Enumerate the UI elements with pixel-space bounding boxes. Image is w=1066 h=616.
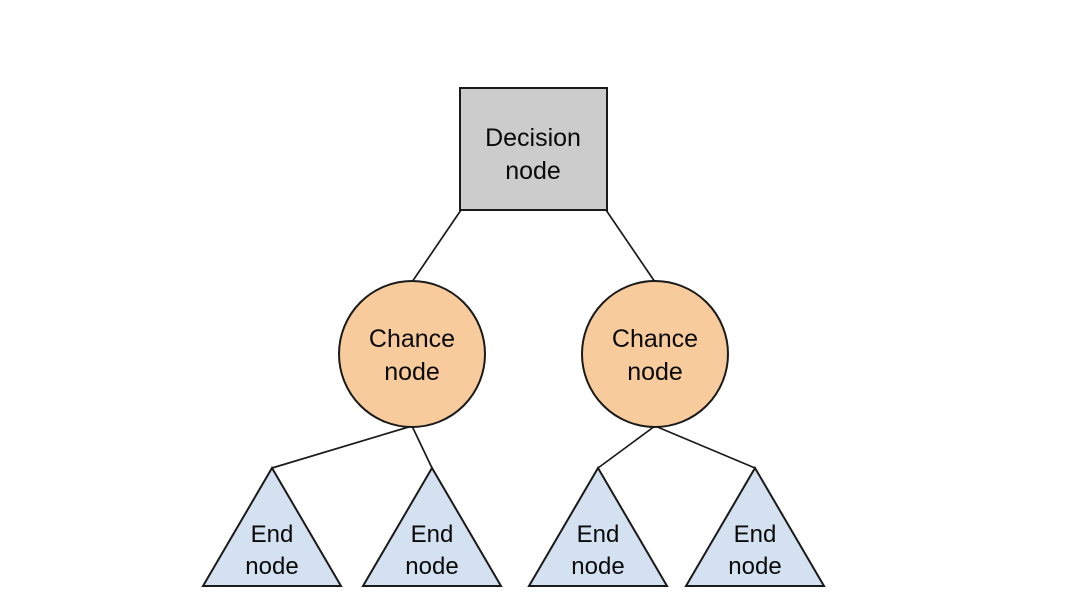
chance-node-left-label-line2: node	[384, 358, 440, 386]
chance-node-right[interactable]: Chance node	[581, 280, 729, 428]
end-node-4-label-line1: End	[734, 521, 777, 548]
edge-group	[271, 209, 756, 469]
edge-chance-left-to-end-1	[271, 425, 413, 469]
decision-node-shape[interactable]	[459, 87, 608, 211]
end-node-1-shape[interactable]	[201, 466, 343, 587]
chance-node-left[interactable]: Chance node	[338, 280, 486, 428]
end-node-1-label-line1: End	[251, 521, 294, 548]
end-node-2-shape[interactable]	[361, 466, 503, 587]
end-node-3-label-line1: End	[577, 521, 620, 548]
chance-node-left-shape[interactable]	[338, 280, 486, 428]
end-node-4-label-line2: node	[728, 553, 781, 580]
edge-chance-right-to-end-3	[597, 425, 656, 469]
end-node-4-shape[interactable]	[684, 466, 826, 587]
end-node-3-label-line2: node	[571, 553, 624, 580]
decision-node[interactable]: Decision node	[459, 87, 608, 211]
end-node-2[interactable]: End node	[361, 466, 503, 587]
chance-node-right-shape[interactable]	[581, 280, 729, 428]
end-node-2-label-line1: End	[411, 521, 454, 548]
edge-chance-right-to-end-4	[654, 425, 756, 469]
end-node-3[interactable]: End node	[527, 466, 669, 587]
decision-node-label-line1: Decision	[485, 124, 581, 152]
end-node-1[interactable]: End node	[201, 466, 343, 587]
end-node-3-shape[interactable]	[527, 466, 669, 587]
end-node-1-label-line2: node	[245, 553, 298, 580]
chance-node-right-label-line1: Chance	[612, 325, 698, 353]
end-node-2-label-line2: node	[405, 553, 458, 580]
chance-node-left-label-line1: Chance	[369, 325, 455, 353]
edge-decision-to-chance-right	[605, 209, 656, 283]
edge-chance-left-to-end-2	[411, 425, 433, 469]
chance-node-right-label-line2: node	[627, 358, 683, 386]
decision-node-label-line2: node	[505, 157, 561, 185]
end-node-4[interactable]: End node	[684, 466, 826, 587]
edge-decision-to-chance-left	[411, 209, 462, 283]
